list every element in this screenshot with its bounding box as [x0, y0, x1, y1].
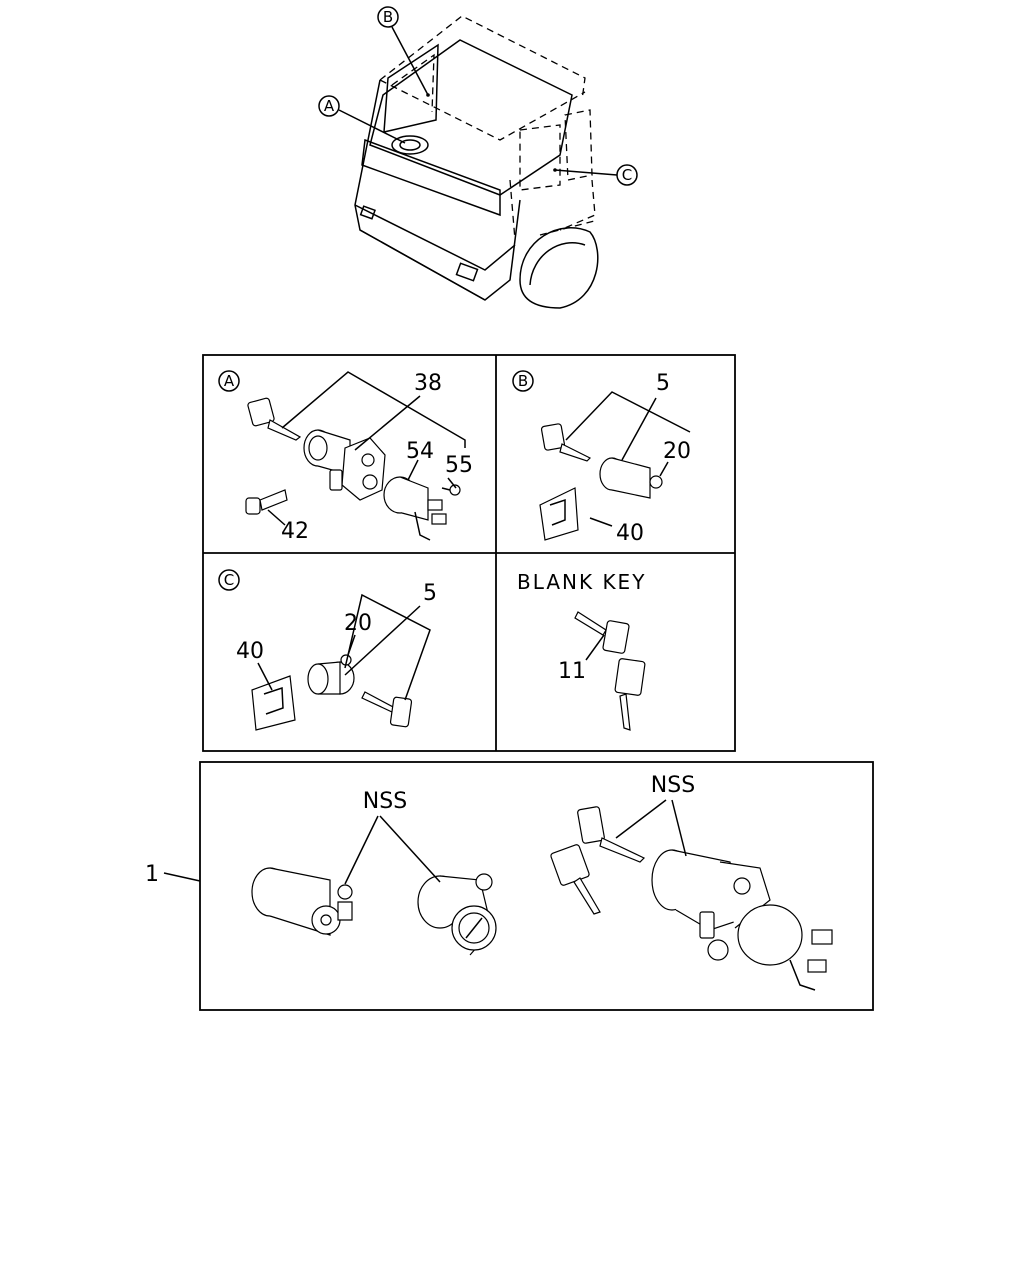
part-20-label: 20 — [344, 611, 372, 636]
blank-key-icon — [574, 611, 630, 654]
part-20-label: 20 — [663, 439, 691, 464]
panel-a-letter: A — [224, 372, 235, 390]
part-11-label: 11 — [558, 659, 586, 684]
retainer-clip-icon — [539, 487, 579, 541]
callout-c-letter: C — [622, 166, 632, 184]
ignition-switch-icon — [383, 476, 447, 541]
truck-cab-illustration — [354, 15, 599, 309]
nss-left-label: NSS — [363, 789, 407, 814]
panel-b: B 5 20 40 — [512, 370, 691, 546]
panel-a: A — [218, 370, 473, 544]
part-55-label: 55 — [445, 453, 473, 478]
panel-c-letter: C — [224, 571, 234, 589]
part-40-label: 40 — [616, 521, 644, 546]
callout-b-letter: B — [383, 8, 393, 26]
part-1-label: 1 — [145, 862, 159, 887]
ignition-housing-icon — [329, 437, 386, 501]
part-5-label: 5 — [423, 581, 437, 606]
part-40-label: 40 — [236, 639, 264, 664]
kit-lock-cylinder-icon — [417, 873, 497, 956]
bolt-42-icon — [245, 489, 288, 515]
callout-a: A — [318, 95, 406, 144]
kit-key-icon — [577, 806, 646, 863]
nss-right-label: NSS — [651, 773, 695, 798]
door-lock-cylinder-icon — [599, 457, 663, 499]
callout-c: C — [553, 164, 638, 186]
part-54-label: 54 — [406, 439, 434, 464]
retainer-clip-icon — [251, 675, 296, 731]
lock-cylinder-icon — [303, 429, 351, 476]
key-icon — [247, 397, 302, 441]
blank-key-icon-2 — [614, 658, 646, 731]
screw-55-icon — [441, 484, 461, 496]
part-5-label: 5 — [656, 371, 670, 396]
key-icon — [361, 691, 413, 728]
callout-b: B — [377, 6, 430, 97]
kit-key-icon-2 — [550, 844, 601, 915]
panel-b-letter: B — [518, 372, 528, 390]
part-38-label: 38 — [414, 371, 442, 396]
kit-door-cylinder-icon — [251, 867, 353, 936]
kit-ignition-switch-icon — [651, 849, 833, 991]
detail-grid — [202, 354, 736, 752]
blank-key-title: BLANK KEY — [517, 570, 646, 594]
callout-a-letter: A — [324, 97, 335, 115]
key-icon — [540, 423, 592, 462]
part-42-label: 42 — [281, 519, 309, 544]
kit-box: 1 NSS — [145, 761, 874, 1011]
panel-c: C 5 20 40 — [218, 569, 437, 731]
panel-blank-key: BLANK KEY 11 — [517, 570, 646, 731]
door-lock-cylinder-icon — [307, 654, 355, 695]
